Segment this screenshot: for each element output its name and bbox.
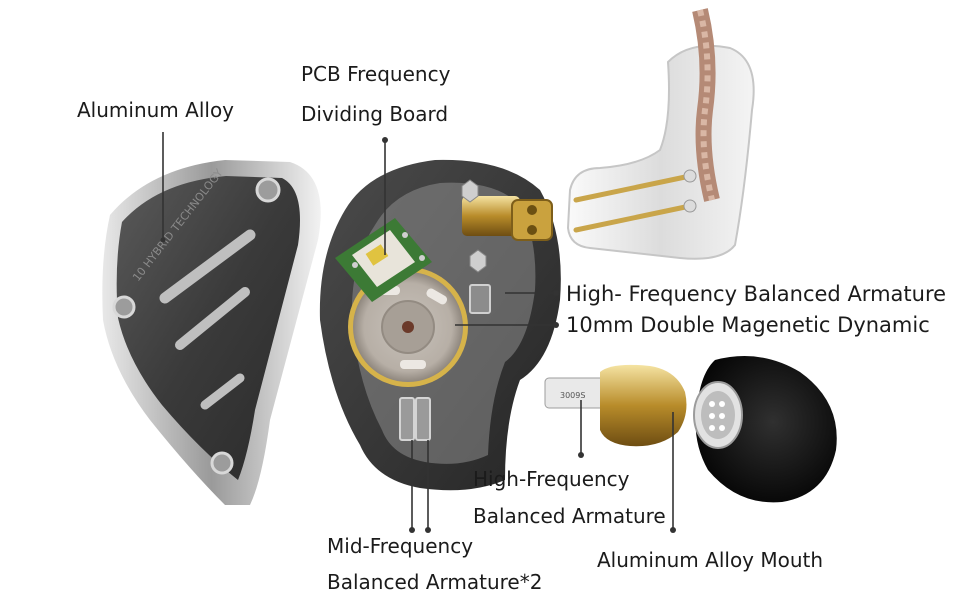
label-high-frequency-ba: High- Frequency Balanced Armature xyxy=(566,282,947,306)
leader-lines xyxy=(162,132,674,530)
label-mid-ba-line2: Balanced Armature*2 xyxy=(327,570,543,594)
label-hf-ba-line2: Balanced Armature xyxy=(473,504,666,528)
label-pcb-line1: PCB Frequency xyxy=(301,62,451,86)
eartip xyxy=(693,356,837,503)
nozzle-engraving: 3009S xyxy=(560,391,585,400)
label-aluminum-alloy-mouth: Aluminum Alloy Mouth xyxy=(597,548,824,572)
faceplate: 10 HYBRID TECHNOLOGY xyxy=(102,160,321,505)
leader-dots xyxy=(160,137,676,533)
shell-body: 3009S xyxy=(319,159,687,491)
label-hf-ba-line1: High-Frequency xyxy=(473,467,630,491)
label-dynamic-driver: 10mm Double Magenetic Dynamic xyxy=(566,313,930,337)
label-aluminum-alloy: Aluminum Alloy xyxy=(77,98,235,122)
cable-connector xyxy=(566,8,755,260)
label-pcb-line2: Dividing Board xyxy=(301,102,449,126)
label-mid-ba-line1: Mid-Frequency xyxy=(327,534,474,558)
